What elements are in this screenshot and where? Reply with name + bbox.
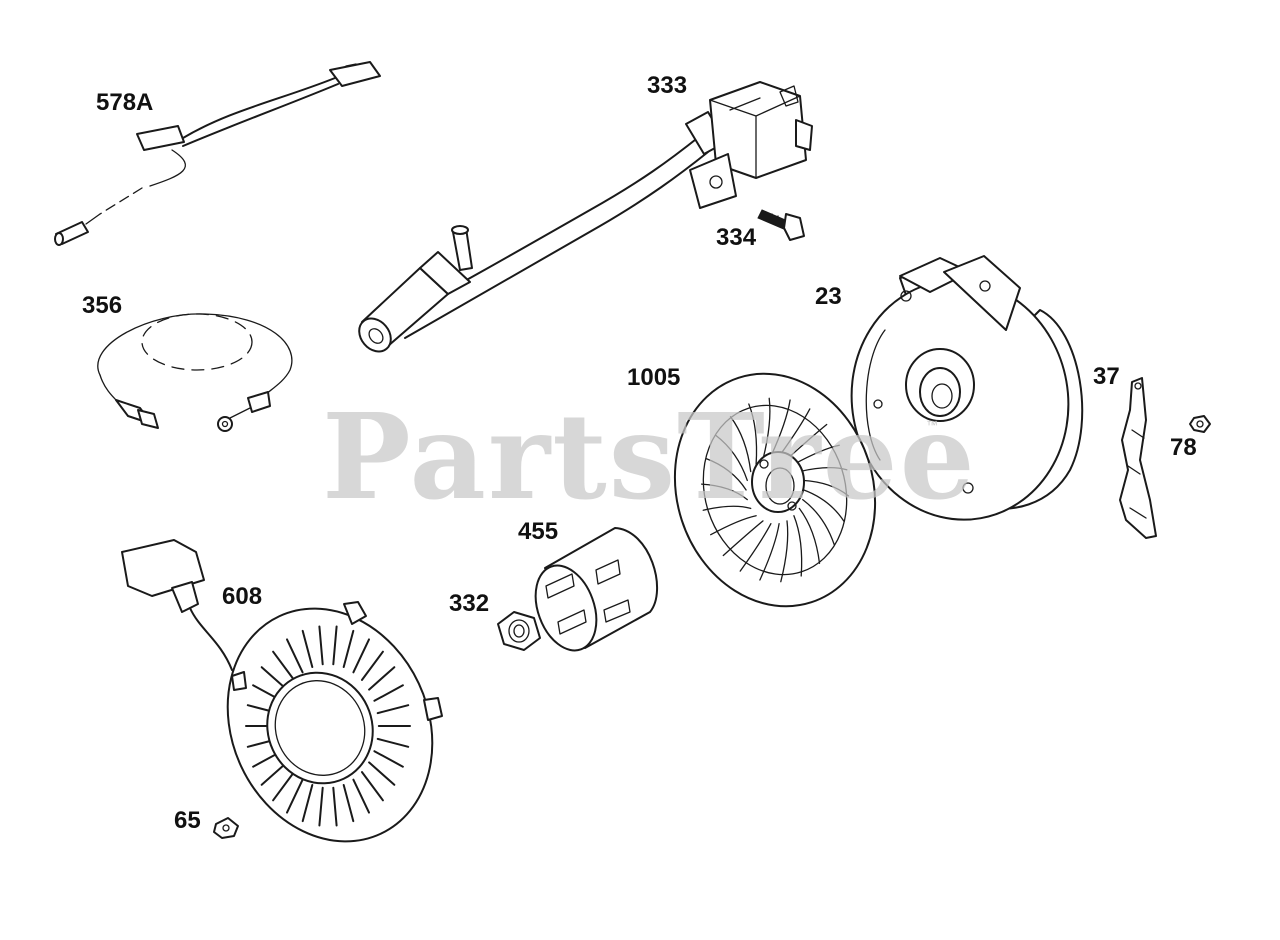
callout-23[interactable]: 23 — [815, 283, 842, 310]
fan-blade — [739, 523, 772, 572]
part-332-nut[interactable] — [497, 611, 541, 651]
starter-fin — [361, 650, 384, 681]
part-578a-wire-harness[interactable] — [54, 61, 381, 246]
fan-blade — [793, 444, 840, 465]
starter-fin — [342, 629, 355, 668]
callout-1005[interactable]: 1005 — [627, 364, 681, 391]
fan-blade — [702, 505, 752, 511]
fan-blade — [793, 515, 803, 577]
callout-78[interactable]: 78 — [1170, 434, 1197, 461]
callout-455[interactable]: 455 — [518, 518, 559, 545]
fan-blade — [770, 399, 791, 457]
part-37-bracket[interactable] — [1119, 377, 1157, 539]
part-333-ignition-coil[interactable] — [353, 81, 813, 358]
fan-blade — [722, 520, 764, 557]
starter-fin — [352, 778, 370, 814]
callout-578a[interactable]: 578A — [96, 89, 154, 116]
starter-fin — [368, 761, 396, 786]
part-78-screw[interactable] — [1189, 415, 1211, 433]
fan-blade — [780, 520, 789, 583]
fan-blade — [705, 457, 747, 491]
part-334-screw[interactable] — [757, 209, 805, 241]
part-65-screw[interactable] — [213, 817, 239, 839]
callout-332[interactable]: 332 — [449, 590, 490, 617]
starter-fin — [301, 629, 314, 668]
fan-blade — [748, 403, 758, 465]
callout-356[interactable]: 356 — [82, 292, 123, 319]
fan-blade — [798, 507, 821, 564]
part-1005-fan[interactable] — [645, 347, 904, 632]
fan-blade — [759, 523, 780, 581]
starter-fin — [272, 650, 295, 681]
fan-blade — [798, 467, 848, 473]
fan-blade — [715, 434, 748, 482]
starter-fin — [286, 778, 304, 814]
part-608-recoil-starter[interactable] — [121, 539, 470, 875]
fan-blade — [729, 416, 752, 473]
starter-fin — [318, 786, 324, 827]
starter-fin — [332, 625, 338, 666]
starter-fin — [368, 666, 396, 691]
starter-fin — [301, 784, 314, 823]
fan-blade — [802, 479, 850, 497]
fan-blade — [710, 515, 757, 536]
starter-fin — [361, 771, 384, 802]
part-455-cup[interactable] — [525, 527, 659, 659]
callout-65[interactable]: 65 — [174, 807, 201, 834]
fan-blade — [802, 498, 835, 546]
starter-fin — [376, 704, 410, 715]
starter-fin — [376, 737, 410, 748]
part-23-flywheel[interactable] — [833, 255, 1087, 537]
starter-fin — [373, 684, 404, 702]
fan-blade — [803, 489, 845, 523]
starter-fin — [286, 638, 304, 674]
callout-608[interactable]: 608 — [222, 583, 263, 610]
part-356-ground-wire[interactable] — [97, 313, 293, 432]
fan-blade — [762, 397, 771, 460]
callout-333[interactable]: 333 — [647, 72, 688, 99]
starter-fin — [272, 771, 295, 802]
starter-fin — [342, 784, 355, 823]
starter-fin — [352, 638, 370, 674]
callout-37[interactable]: 37 — [1093, 363, 1120, 390]
starter-fin — [373, 750, 404, 768]
fan-blade — [700, 483, 748, 501]
callout-334[interactable]: 334 — [716, 224, 757, 251]
starter-fin — [318, 625, 324, 666]
starter-fin — [332, 786, 338, 827]
